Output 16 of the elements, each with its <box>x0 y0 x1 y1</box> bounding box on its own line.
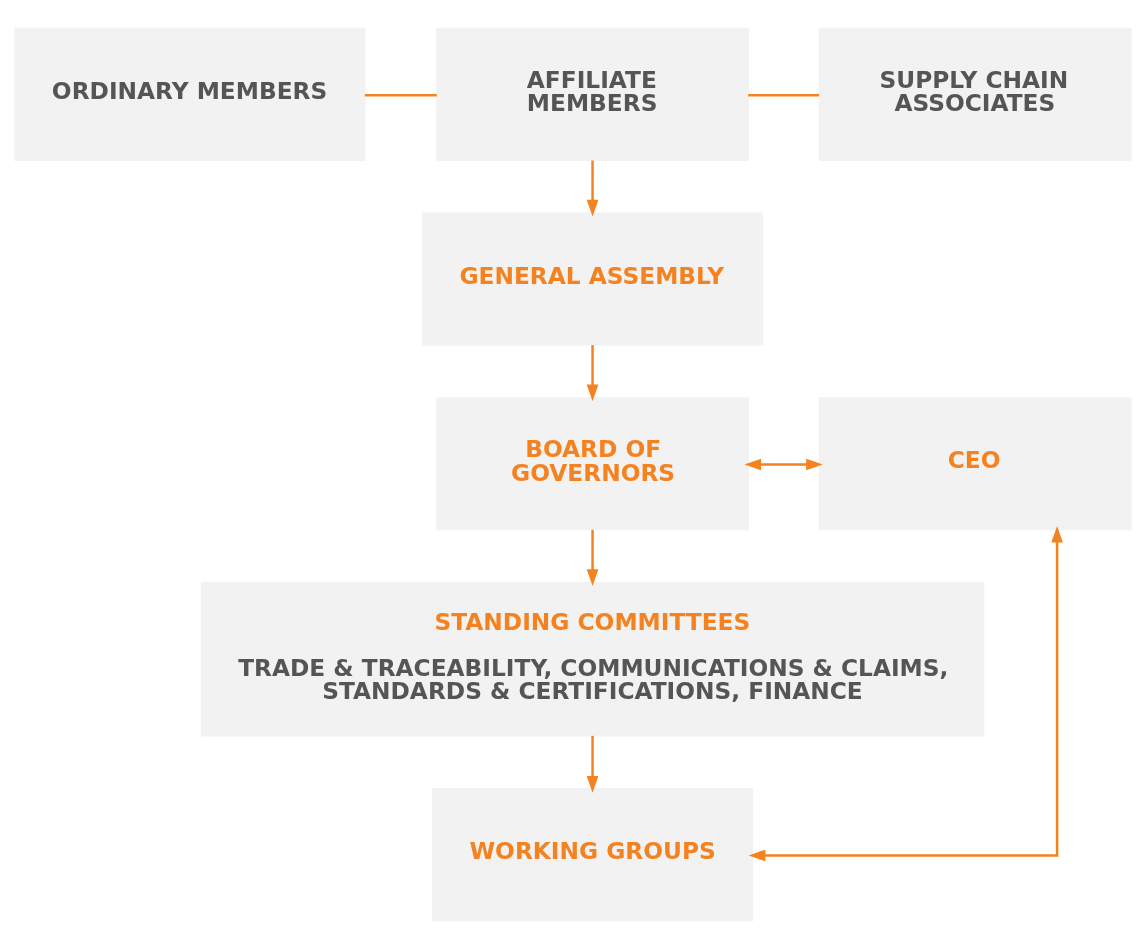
arrow <box>586 735 599 793</box>
node-box: GENERAL ASSEMBLY <box>422 212 764 346</box>
node-box: WORKING GROUPS <box>432 788 754 922</box>
node-box: AFFILIATE MEMBERS <box>436 27 749 161</box>
node-box: STANDING COMMITTEES TRADE & TRACEABILITY, COMMUNICATIONS & CLAIMS, STANDARDS & CERTIFICATIONS, FINANCE <box>200 581 985 737</box>
connector <box>364 93 437 97</box>
arrow <box>586 345 599 402</box>
arrow <box>586 160 599 217</box>
node-box: ORDINARY MEMBERS <box>14 27 366 161</box>
node-box: CEO <box>818 397 1132 531</box>
connector <box>748 93 820 97</box>
node-box: BOARD OF GOVERNORS <box>436 397 749 531</box>
arrow <box>748 525 1063 862</box>
arrow <box>744 458 823 471</box>
node-box: SUPPLY CHAIN ASSOCIATES <box>818 27 1132 161</box>
arrow <box>586 529 599 587</box>
